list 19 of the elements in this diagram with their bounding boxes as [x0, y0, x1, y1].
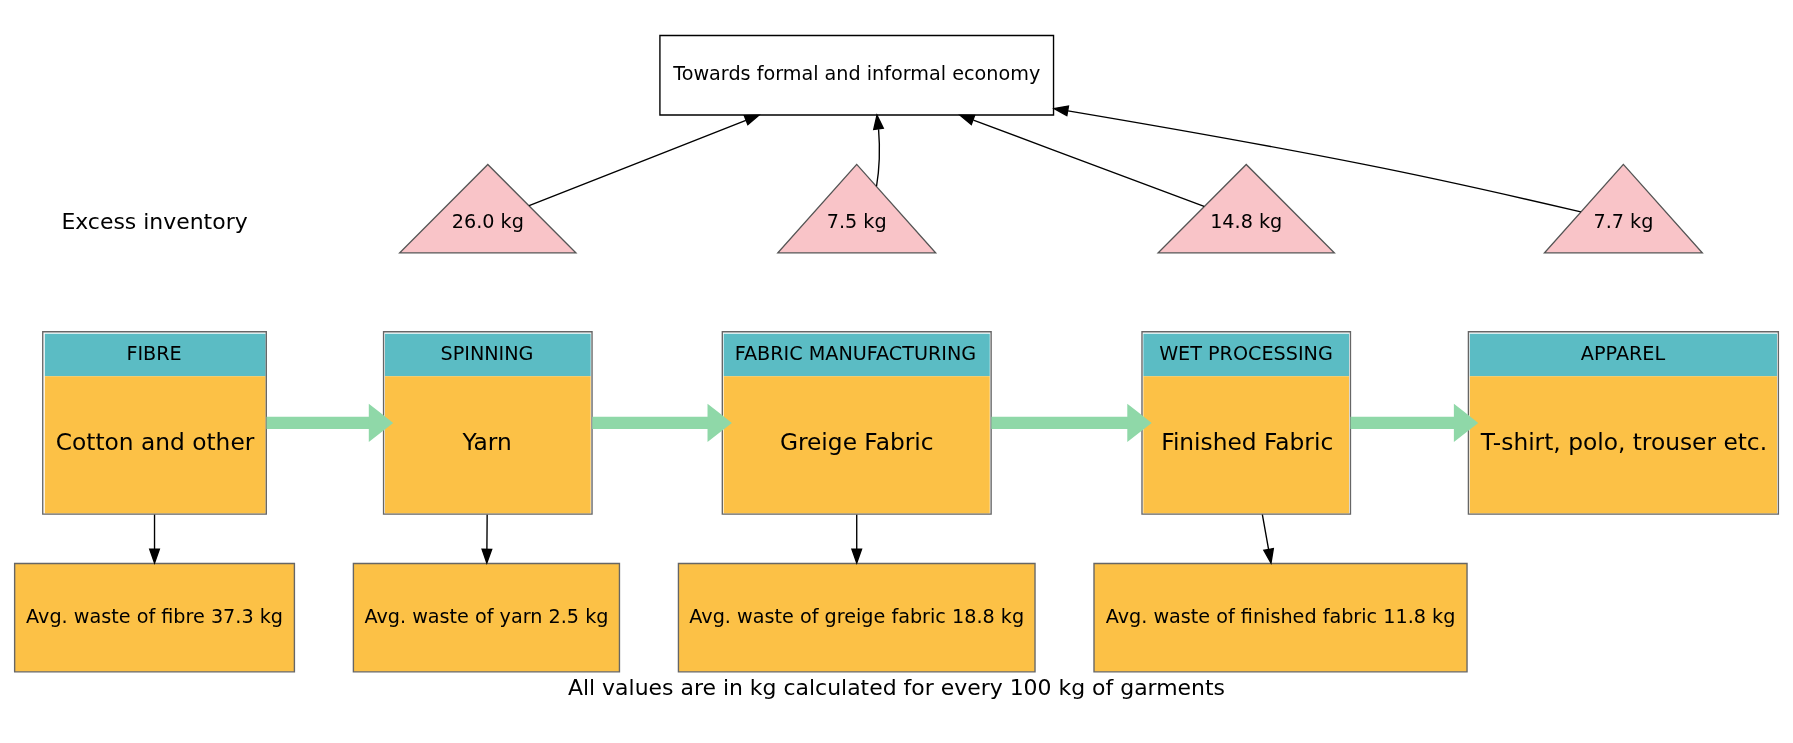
arrow — [148, 514, 161, 566]
arrow — [266, 403, 394, 443]
arrow — [528, 114, 761, 207]
arrow — [991, 403, 1152, 443]
arrow — [592, 403, 732, 443]
caption: All values are in kg calculated for every 100 kg of garments — [567, 674, 1226, 700]
arrow — [1052, 105, 1582, 213]
arrow — [1350, 403, 1479, 443]
node-box: Towards formal and informal economy — [659, 34, 1055, 116]
node-box: Avg. waste of fibre 37.3 kg — [13, 562, 296, 673]
arrow — [1261, 514, 1275, 566]
label: Excess inventory — [61, 208, 248, 234]
node-box: Avg. waste of finished fabric 11.8 kg — [1093, 562, 1468, 673]
node-box: Avg. waste of greige fabric 18.8 kg — [677, 562, 1036, 673]
arrow — [958, 114, 1205, 207]
arrow — [481, 514, 493, 566]
arrow — [872, 113, 885, 187]
arrow — [850, 514, 863, 566]
node-box: Avg. waste of yarn 2.5 kg — [352, 562, 621, 673]
